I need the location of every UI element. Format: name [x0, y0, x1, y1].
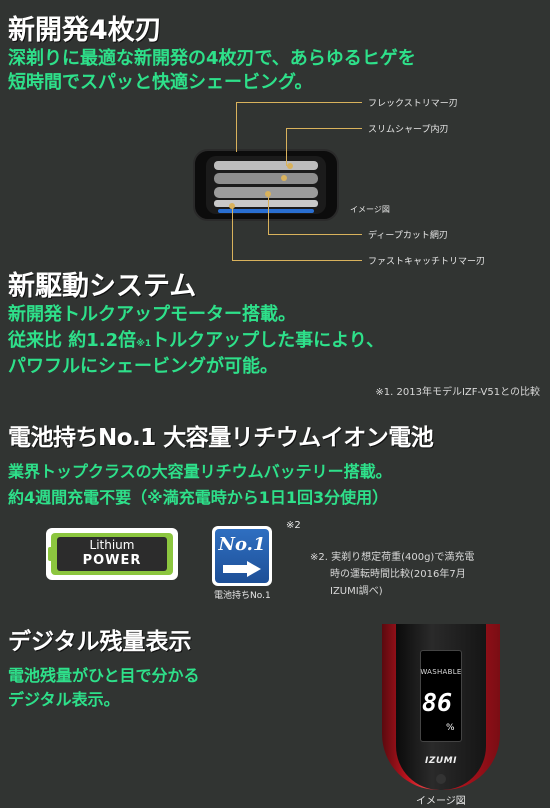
power-label: POWER	[82, 553, 142, 568]
callout-slim-sharp-inner: スリムシャープ内刃	[368, 125, 449, 135]
callout-deep-cut-net: ディープカット網刃	[368, 231, 448, 241]
lithium-power-badge: Lithium POWER	[46, 528, 178, 580]
section2-desc-line1: 新開発トルクアップモーター搭載。	[8, 304, 296, 325]
section4-desc-line2: デジタル表示。	[8, 690, 120, 709]
battery-level-unit: %	[446, 723, 455, 733]
section2-desc-line3: パワフルにシェービングが可能。	[8, 356, 278, 377]
section1-image-caption: イメージ図	[350, 205, 390, 214]
section2-footnote: ※1. 2013年モデルIZF-V51との比較	[375, 387, 540, 398]
callout-flex-trimmer: フレックストリマー刃	[368, 99, 458, 109]
battery-level-value: 86	[421, 688, 453, 717]
arrow-right-icon	[223, 561, 261, 577]
shaver-body-image: WASHABLE 86 % IZUMI	[382, 624, 500, 790]
lithium-label: Lithium	[89, 538, 135, 552]
section1-desc-line2: 短時間でスパッと快適シェービング。	[8, 72, 313, 93]
section2-desc-line2-a: 従来比 約1.2倍	[8, 330, 137, 351]
section2-desc-line2-b: トルクアップした事により、	[151, 330, 385, 351]
section1-desc-line1: 深剃りに最適な新開発の4枚刃で、あらゆるヒゲを	[8, 48, 416, 69]
no1-label: No.1	[218, 534, 266, 555]
no1-caption: 電池持ちNo.1	[214, 591, 271, 601]
section4-heading: デジタル残量表示	[8, 629, 192, 655]
no1-footnote-ref: ※2	[286, 520, 301, 531]
section1-heading: 新開発4枚刃	[8, 15, 162, 46]
section2-footnote-ref: ※1	[136, 339, 152, 349]
blade-head-image	[192, 148, 340, 222]
section4-image-caption: イメージ図	[416, 796, 466, 807]
section3-footnote-line1: ※2. 実剃り想定荷重(400g)で満充電	[310, 552, 475, 563]
section2-desc-line2: 従来比 約1.2倍※1トルクアップした事により、	[8, 326, 384, 352]
section2-heading: 新駆動システム	[8, 271, 197, 302]
washable-label: WASHABLE	[420, 668, 462, 676]
section3-desc-line1: 業界トップクラスの大容量リチウムバッテリー搭載。	[8, 462, 392, 481]
blade-head-svg	[193, 149, 339, 221]
callout-fast-catch-trimmer: ファストキャッチトリマー刃	[368, 257, 486, 267]
section3-desc-line2: 約4週間充電不要（※満充電時から1日1回3分使用）	[8, 488, 389, 507]
section4-desc-line1: 電池残量がひと目で分かる	[8, 666, 200, 685]
section3-heading: 電池持ちNo.1 大容量リチウムイオン電池	[8, 425, 434, 451]
section3-footnote-line2: 時の運転時間比較(2016年7月	[330, 569, 466, 580]
no1-badge: No.1	[212, 526, 272, 586]
brand-logo: IZUMI	[425, 756, 457, 766]
section3-footnote-line3: IZUMI調べ)	[330, 586, 383, 597]
